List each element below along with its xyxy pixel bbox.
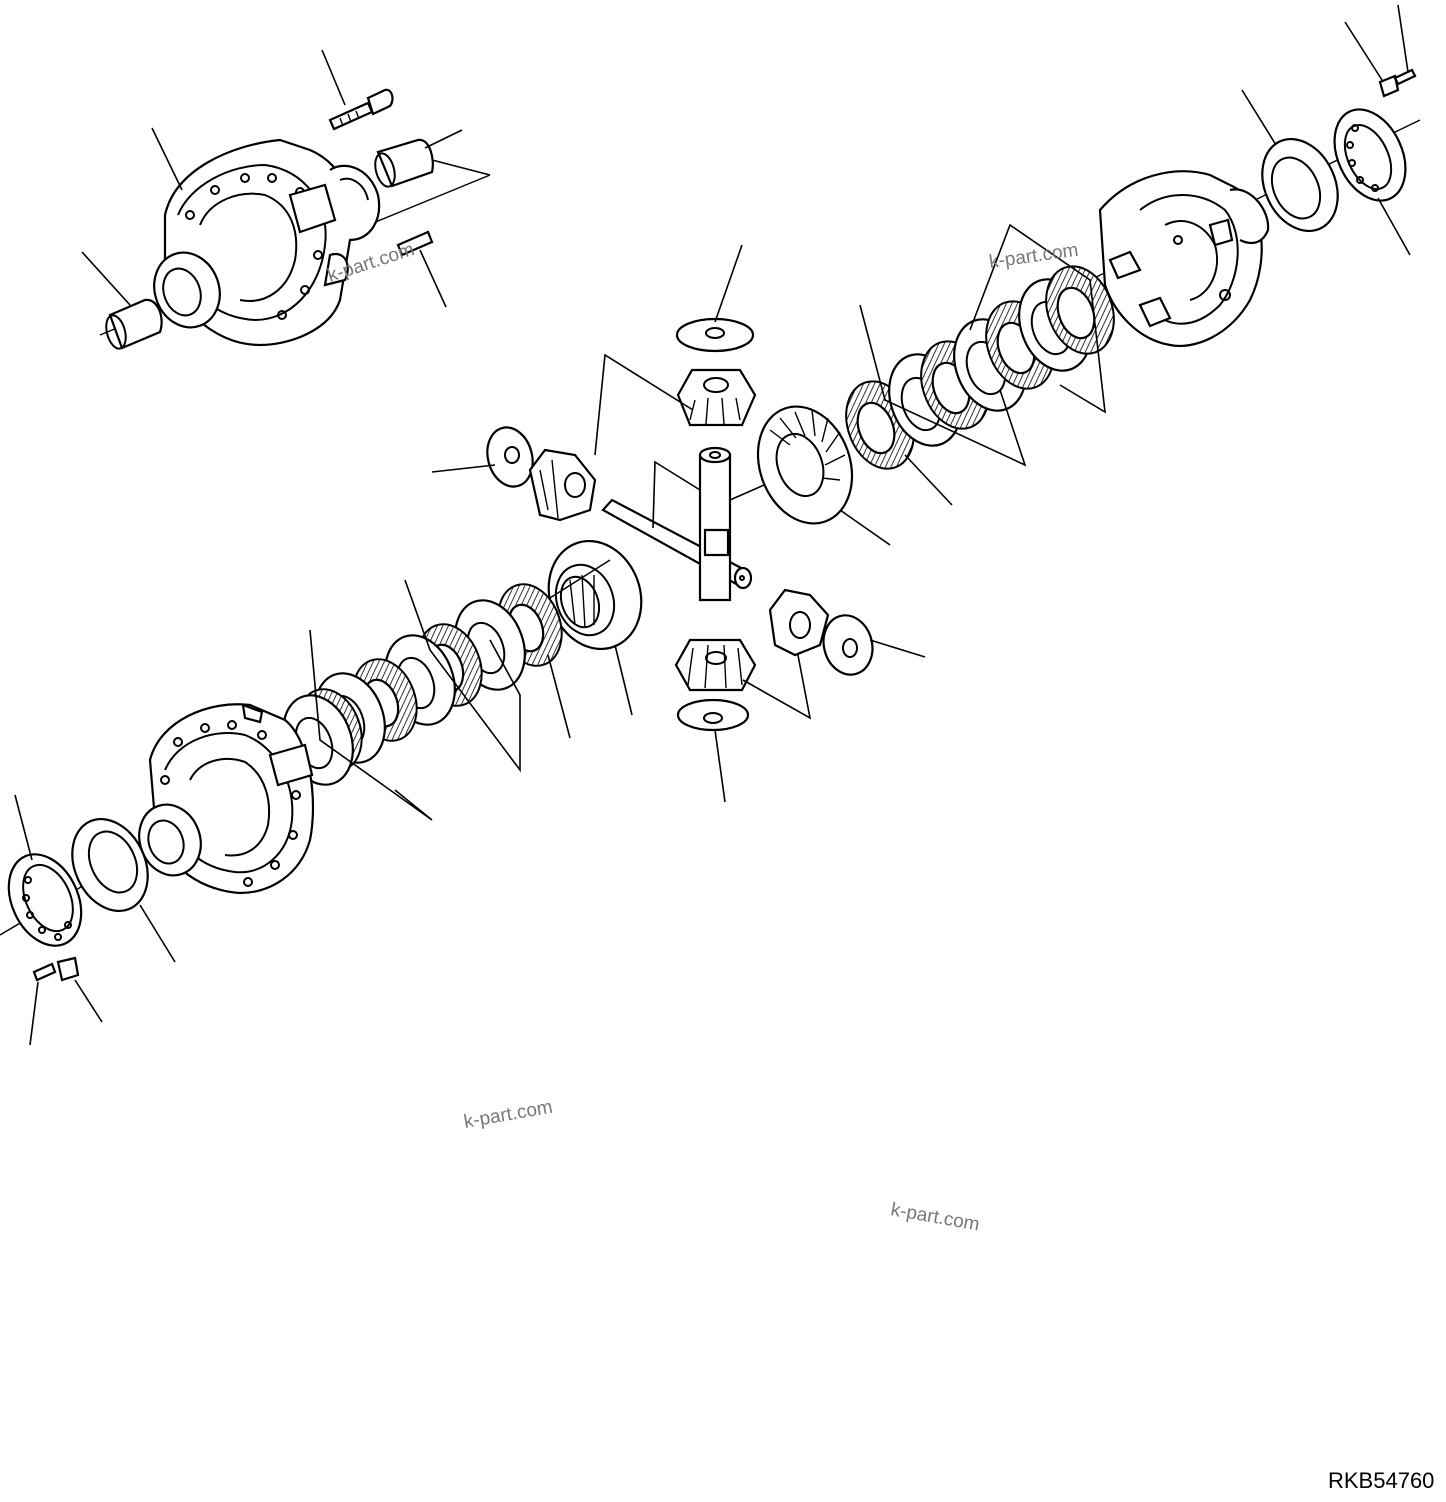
upper-differential-case: [99, 138, 491, 347]
drawing-code: RKB54760: [1328, 1468, 1434, 1493]
lower-lock-plate-and-bolt: [29, 956, 103, 1046]
right-bearing-cup: [1261, 137, 1339, 233]
right-pinion-gear: [768, 588, 830, 657]
top-thrust-washer: [675, 244, 755, 353]
top-pinion-gear: [594, 353, 757, 456]
right-clutch-pack: [845, 223, 1115, 470]
upper-bushing-right: [374, 138, 434, 188]
lower-bearing-nut: [7, 794, 83, 947]
upper-case-bolt: [328, 88, 394, 131]
right-housing: [1089, 119, 1421, 347]
bottom-thrust-washer: [676, 698, 750, 803]
left-thrust-washer: [431, 426, 534, 488]
right-lock-plate-and-bolt: [1378, 68, 1417, 98]
spider-cross-shaft: [601, 446, 781, 602]
lower-bearing-cup: [71, 817, 176, 963]
leader-lines: [81, 4, 1411, 506]
right-bearing-nut: [1333, 108, 1407, 202]
right-thrust-washer: [822, 614, 926, 676]
right-side-gear: [756, 405, 891, 546]
watermark: k-part.com: [889, 1199, 981, 1235]
left-clutch-pack: [269, 559, 611, 821]
upper-pin: [396, 230, 434, 257]
left-pinion-gear: [528, 448, 597, 522]
watermark: k-part.com: [462, 1097, 554, 1133]
upper-bushing-left: [105, 298, 163, 350]
bottom-pinion-gear: [674, 638, 812, 720]
